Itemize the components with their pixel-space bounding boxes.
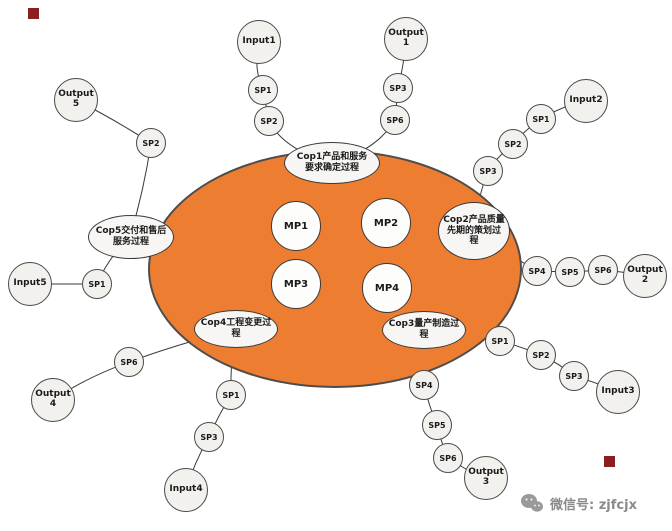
main-process-ellipse: [148, 150, 522, 388]
marker-square-bottom-right: [604, 456, 615, 467]
marker-square-top-left: [28, 8, 39, 19]
node-sp-rightupper-2: SP2: [498, 129, 528, 159]
node-input5: Input5: [8, 262, 52, 306]
node-mp4: MP4: [362, 263, 412, 313]
node-cop1: Cop1产品和服务 要求确定过程: [284, 142, 380, 184]
node-sp-rightmiddle-6: SP6: [588, 255, 618, 285]
wechat-id-text: 微信号: zjfcjx: [550, 497, 637, 513]
node-cop2: Cop2产品质量 先期的策划过 程: [438, 202, 510, 260]
node-sp-rightlower-1: SP1: [485, 326, 515, 356]
node-sp-leftmiddle-1: SP1: [82, 269, 112, 299]
node-output1: Output 1: [384, 17, 428, 61]
wechat-icon: [521, 494, 543, 512]
node-input4: Input4: [164, 468, 208, 512]
node-output4: Output 4: [31, 378, 75, 422]
wechat-footer: 微信号: zjfcjx: [520, 493, 637, 513]
node-sp-topleft-1: SP1: [248, 75, 278, 105]
node-sp-topright-3: SP3: [383, 73, 413, 103]
node-sp-rightupper-1: SP1: [526, 104, 556, 134]
node-cop5: Cop5交付和售后 服务过程: [88, 215, 174, 259]
node-sp-bottomright-4: SP4: [409, 370, 439, 400]
node-mp3: MP3: [271, 259, 321, 309]
node-mp2: MP2: [361, 198, 411, 248]
node-input1: Input1: [237, 20, 281, 64]
node-sp-rightlower-2: SP2: [526, 340, 556, 370]
node-sp-rightupper-3: SP3: [473, 156, 503, 186]
node-output3: Output 3: [464, 456, 508, 500]
node-sp-bottomleft-1: SP1: [216, 380, 246, 410]
node-input2: Input2: [564, 79, 608, 123]
node-sp-topleft-2: SP2: [254, 106, 284, 136]
node-mp1: MP1: [271, 201, 321, 251]
node-output2: Output 2: [623, 254, 667, 298]
node-output5: Output 5: [54, 78, 98, 122]
node-sp-bottomleft-3: SP3: [194, 422, 224, 452]
node-sp-topright-6: SP6: [380, 105, 410, 135]
node-cop4: Cop4工程变更过 程: [194, 310, 278, 348]
node-sp-lefttop-2: SP2: [136, 128, 166, 158]
node-sp-rightlower-3: SP3: [559, 361, 589, 391]
node-sp-leftbottom-6: SP6: [114, 347, 144, 377]
node-cop3: Cop3量产制造过 程: [382, 311, 466, 349]
node-sp-bottomright-6: SP6: [433, 443, 463, 473]
node-input3: Input3: [596, 370, 640, 414]
node-sp-rightmiddle-5: SP5: [555, 257, 585, 287]
node-sp-bottomright-5: SP5: [422, 410, 452, 440]
node-sp-rightmiddle-4: SP4: [522, 256, 552, 286]
